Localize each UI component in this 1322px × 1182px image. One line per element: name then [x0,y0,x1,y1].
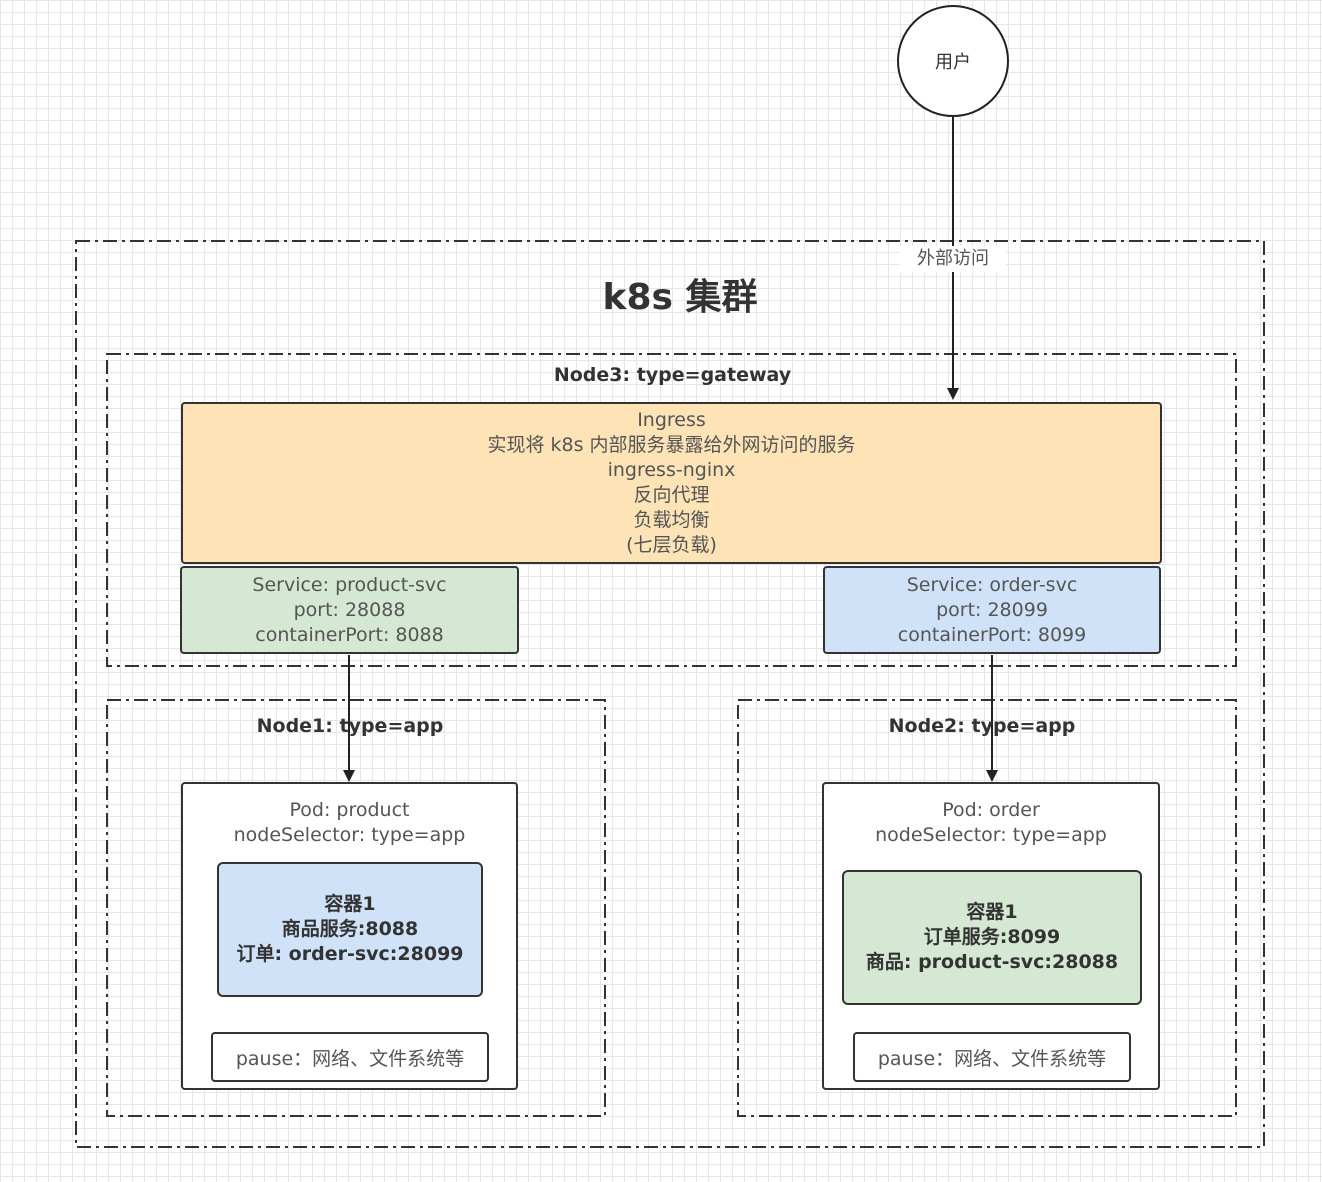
service-product-box: Service: product-svc port: 28088 contain… [180,566,519,654]
ingress-line: 负载均衡 [633,509,710,531]
container-order: 容器1 订单服务:8099 商品: product-svc:28088 [842,870,1142,1005]
pod-line: Pod: order [942,799,1040,821]
ingress-line: 反向代理 [633,484,710,506]
node3-title: Node3: type=gateway [553,364,792,386]
container-line: 商品服务:8088 [281,918,419,940]
service-line: containerPort: 8088 [255,623,444,646]
pod-product-header: Pod: product nodeSelector: type=app [183,798,516,848]
pod-line: nodeSelector: type=app [875,824,1107,846]
user-label: 用户 [935,52,971,73]
service-line: containerPort: 8099 [897,623,1087,646]
pod-order: Pod: order nodeSelector: type=app 容器1 订单… [822,782,1160,1090]
container-line: 订单: order-svc:28099 [236,943,464,965]
pause-container-product: pause：网络、文件系统等 [211,1032,489,1082]
external-access-label: 外部访问 [900,246,1006,272]
service-line: port: 28099 [936,598,1048,621]
container-line: 商品: product-svc:28088 [865,951,1119,973]
ingress-box: Ingress 实现将 k8s 内部服务暴露给外网访问的服务 ingress-n… [181,402,1162,564]
node1-title: Node1: type=app [256,715,444,737]
service-line: Service: order-svc [906,573,1078,596]
service-order-box: Service: order-svc port: 28099 container… [823,566,1161,654]
pod-line: Pod: product [289,799,410,821]
service-line: Service: product-svc [252,573,447,596]
pod-line: nodeSelector: type=app [233,824,466,846]
ingress-line: (七层负载) [626,534,717,556]
user-node: 用户 [897,5,1009,117]
ingress-line: 实现将 k8s 内部服务暴露给外网访问的服务 [487,434,856,456]
service-line: port: 28088 [293,598,406,621]
ingress-line: ingress-nginx [607,459,736,481]
container-line: 订单服务:8099 [923,926,1061,948]
ingress-line: Ingress [637,409,706,431]
cluster-title: k8s 集群 [602,277,758,318]
container-line: 容器1 [966,901,1018,923]
pod-order-header: Pod: order nodeSelector: type=app [824,798,1158,848]
pod-product: Pod: product nodeSelector: type=app 容器1 … [181,782,518,1090]
container-line: 容器1 [324,893,376,915]
node2-title: Node2: type=app [888,715,1076,737]
pause-container-order: pause：网络、文件系统等 [853,1032,1131,1082]
container-product: 容器1 商品服务:8088 订单: order-svc:28099 [217,862,483,997]
